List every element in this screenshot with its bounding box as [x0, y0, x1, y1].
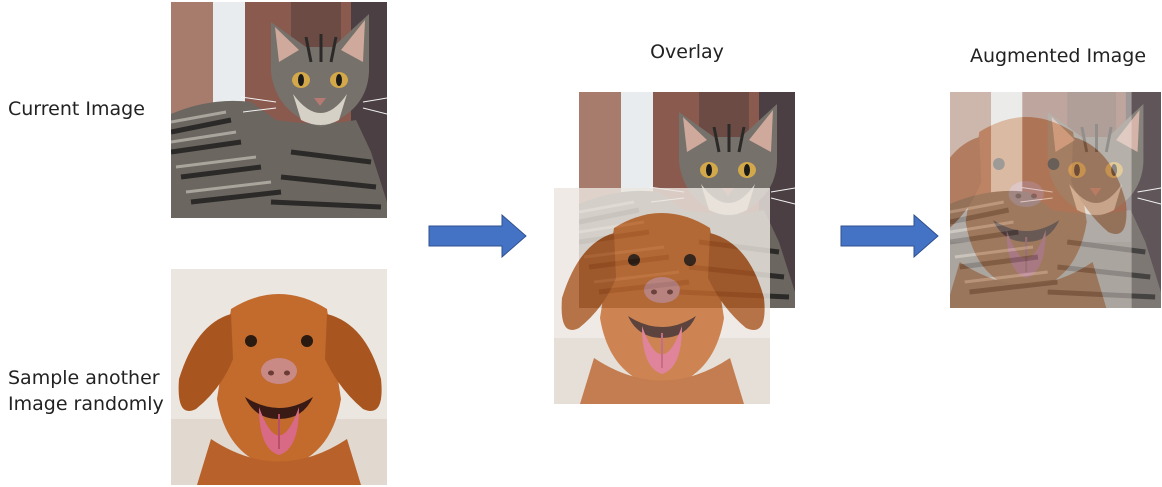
sample-another-label: Sample another Image randomly	[8, 367, 164, 415]
arrow-right-icon	[428, 214, 527, 258]
augmented-image-label: Augmented Image	[969, 45, 1147, 67]
arrow-right-icon	[840, 214, 939, 258]
sampled-dog-image	[171, 269, 387, 485]
current-image-label: Current Image	[8, 98, 145, 120]
current-cat-image	[171, 2, 387, 218]
overlay-dog-image	[554, 188, 770, 404]
augmented-blend-image	[950, 92, 1161, 308]
overlay-label: Overlay	[650, 41, 724, 63]
